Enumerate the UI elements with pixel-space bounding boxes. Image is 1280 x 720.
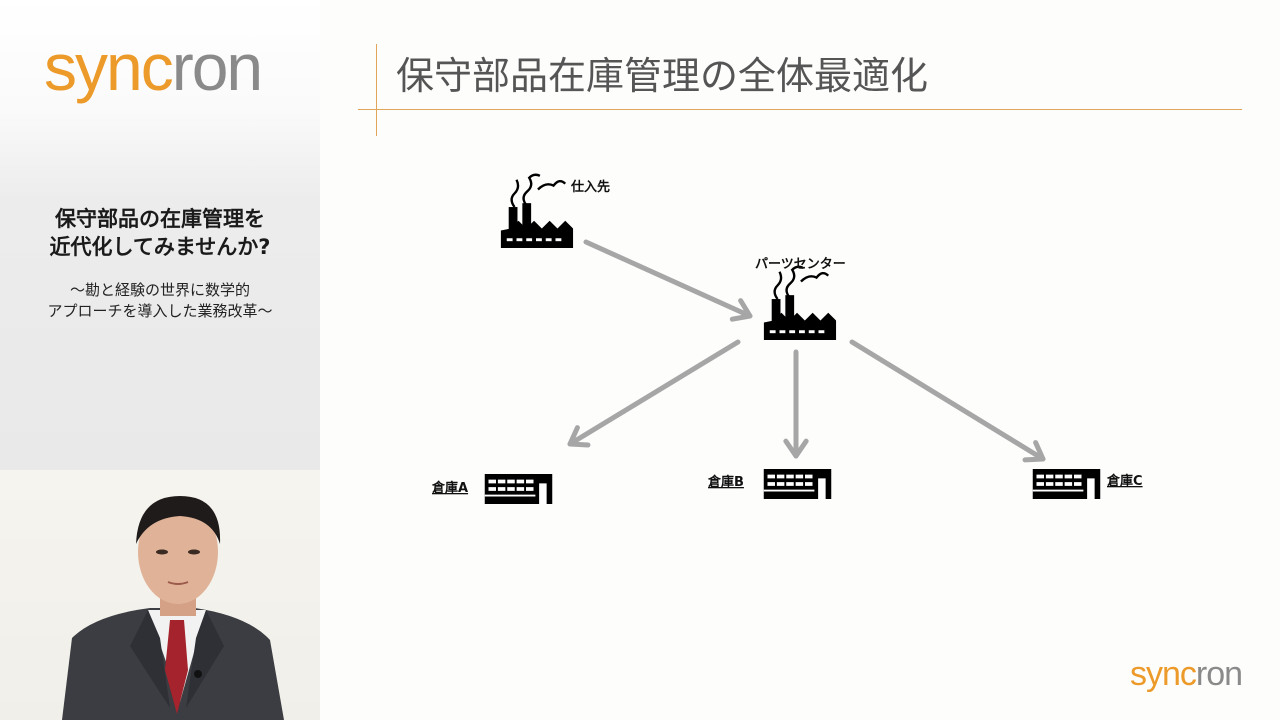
lecture-subtitle: 〜勘と経験の世界に数学的 アプローチを導入した業務改革〜: [0, 280, 320, 322]
presenter-video: [0, 470, 320, 720]
left-panel: syncron 保守部品の在庫管理を 近代化してみませんか? 〜勘と経験の世界に…: [0, 0, 320, 720]
supplier-node: 仕入先: [499, 173, 610, 248]
warehouse-b-label: 倉庫B: [707, 474, 744, 490]
title-accent-line: [376, 44, 377, 136]
lecture-title-line: 近代化してみませんか?: [49, 235, 271, 259]
parts-center-node: パーツセンター: [755, 257, 846, 340]
arrow-head: [567, 425, 591, 448]
arrow-parts_center-to-warehouse_a: [567, 339, 741, 448]
supplier-label: 仕入先: [570, 179, 610, 195]
warehouse-icon: [1032, 469, 1101, 499]
factory-icon: [499, 173, 575, 248]
arrow-head: [783, 438, 809, 459]
arrow-head: [729, 298, 753, 322]
warehouse-icon: [484, 474, 553, 504]
lecture-title: 保守部品の在庫管理を 近代化してみませんか?: [0, 205, 320, 261]
lecture-subtitle-line: アプローチを導入した業務改革〜: [47, 302, 273, 320]
parts-center-label: パーツセンター: [755, 257, 846, 272]
syncron-logo: syncron: [44, 30, 263, 104]
arrow-shaft: [567, 339, 741, 447]
arrow-parts_center-to-warehouse_b: [783, 349, 809, 459]
flow-arrows: [567, 239, 1046, 463]
arrow-parts_center-to-warehouse_c: [849, 339, 1046, 463]
warehouse-b-node: 倉庫B: [707, 469, 832, 499]
arrow-shaft: [849, 339, 1046, 462]
factory-icon: [762, 265, 838, 340]
arrow-head: [1022, 440, 1046, 463]
warehouse-c-label: 倉庫C: [1106, 473, 1143, 489]
warehouse-c-node: 倉庫C: [1032, 469, 1143, 499]
slide-title: 保守部品在庫管理の全体最適化: [396, 54, 929, 98]
title-underline: [358, 109, 1242, 110]
warehouse-a-label: 倉庫A: [431, 480, 468, 496]
warehouse-icon: [763, 469, 832, 499]
arrow-shaft: [583, 239, 753, 319]
presenter-figure: [62, 496, 284, 720]
arrow-supplier-to-parts_center: [583, 239, 753, 322]
warehouse-a-node: 倉庫A: [431, 474, 553, 504]
lecture-subtitle-line: 〜勘と経験の世界に数学的: [69, 281, 250, 299]
syncron-logo-small: syncron: [1130, 655, 1243, 693]
lecture-title-line: 保守部品の在庫管理を: [55, 207, 265, 231]
